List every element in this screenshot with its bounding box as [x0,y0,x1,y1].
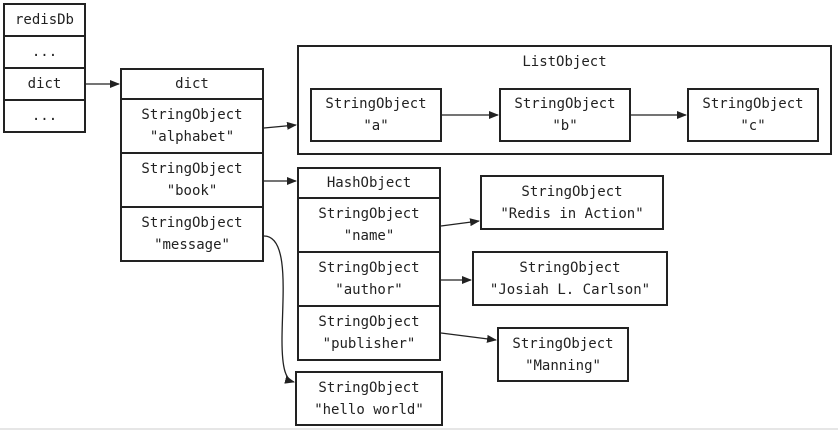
hash-value-type: StringObject [512,335,614,352]
list-object-frame [297,45,832,155]
message-value-hello-world: StringObject "hello world" [295,371,443,426]
hash-field-type: StringObject [318,314,420,330]
hash-value-manning: StringObject "Manning" [497,327,629,382]
dict-title-label: dict [175,76,209,92]
hash-value-redis-in-action: StringObject "Redis in Action" [480,175,664,230]
list-item-value: "a" [363,118,389,134]
dict-entry-key: "alphabet" [149,129,235,145]
hash-value-text: "Josiah L. Carlson" [489,281,651,298]
dict-entry-message: StringObject "message" [120,206,264,262]
dict-entry-alphabet: StringObject "alphabet" [120,98,264,154]
hash-field-type: StringObject [318,206,420,222]
list-item-value: "c" [740,118,766,134]
redisdb-title-label: redisDb [14,12,74,28]
list-item-c: StringObject "c" [687,88,819,142]
list-item-value: "b" [552,118,578,134]
hash-field-author: StringObject "author" [297,251,441,307]
dict-entry-book: StringObject "book" [120,152,264,208]
message-value-type: StringObject [318,379,420,396]
hash-object-title-label: HashObject [326,175,412,191]
list-item-type: StringObject [325,96,427,112]
list-item-type: StringObject [514,96,616,112]
hash-value-text: "Redis in Action" [500,205,644,222]
redisdb-row-ellipsis-bottom: ... [3,99,86,133]
hash-field-key: "author" [335,282,403,298]
hash-field-key: "name" [343,228,395,244]
dict-entry-type: StringObject [141,215,243,231]
arrow-publisher-to-value [440,332,497,343]
hash-value-text: "Manning" [525,357,601,374]
hash-field-type: StringObject [318,260,420,276]
list-object-title-label: ListObject [522,54,607,70]
list-item-type: StringObject [702,96,804,112]
redisdb-title: redisDb [3,3,86,37]
list-item-a: StringObject "a" [310,88,442,142]
list-object-title: ListObject [297,54,832,70]
dict-entry-key: "message" [154,237,230,253]
arrow-name-to-value [440,218,480,227]
dict-entry-key: "book" [166,183,218,199]
list-item-b: StringObject "b" [499,88,631,142]
hash-field-key: "publisher" [322,336,416,352]
redisdb-row-label: dict [27,76,62,92]
bottom-divider [0,428,838,430]
dict-entry-type: StringObject [141,161,243,177]
dict-title: dict [120,68,264,100]
redisdb-row-dict: dict [3,67,86,101]
redisdb-row-label: ... [31,108,58,124]
hash-value-type: StringObject [519,259,621,276]
hash-value-josiah-l-carlson: StringObject "Josiah L. Carlson" [472,251,668,306]
message-value-text: "hello world" [314,401,424,418]
hash-value-type: StringObject [521,183,623,200]
redisdb-row-label: ... [31,44,58,60]
dict-entry-type: StringObject [141,107,243,123]
hash-field-publisher: StringObject "publisher" [297,305,441,361]
arrow-alphabet-to-listobject [263,121,297,130]
arrow-message-to-hello-world [263,235,295,384]
